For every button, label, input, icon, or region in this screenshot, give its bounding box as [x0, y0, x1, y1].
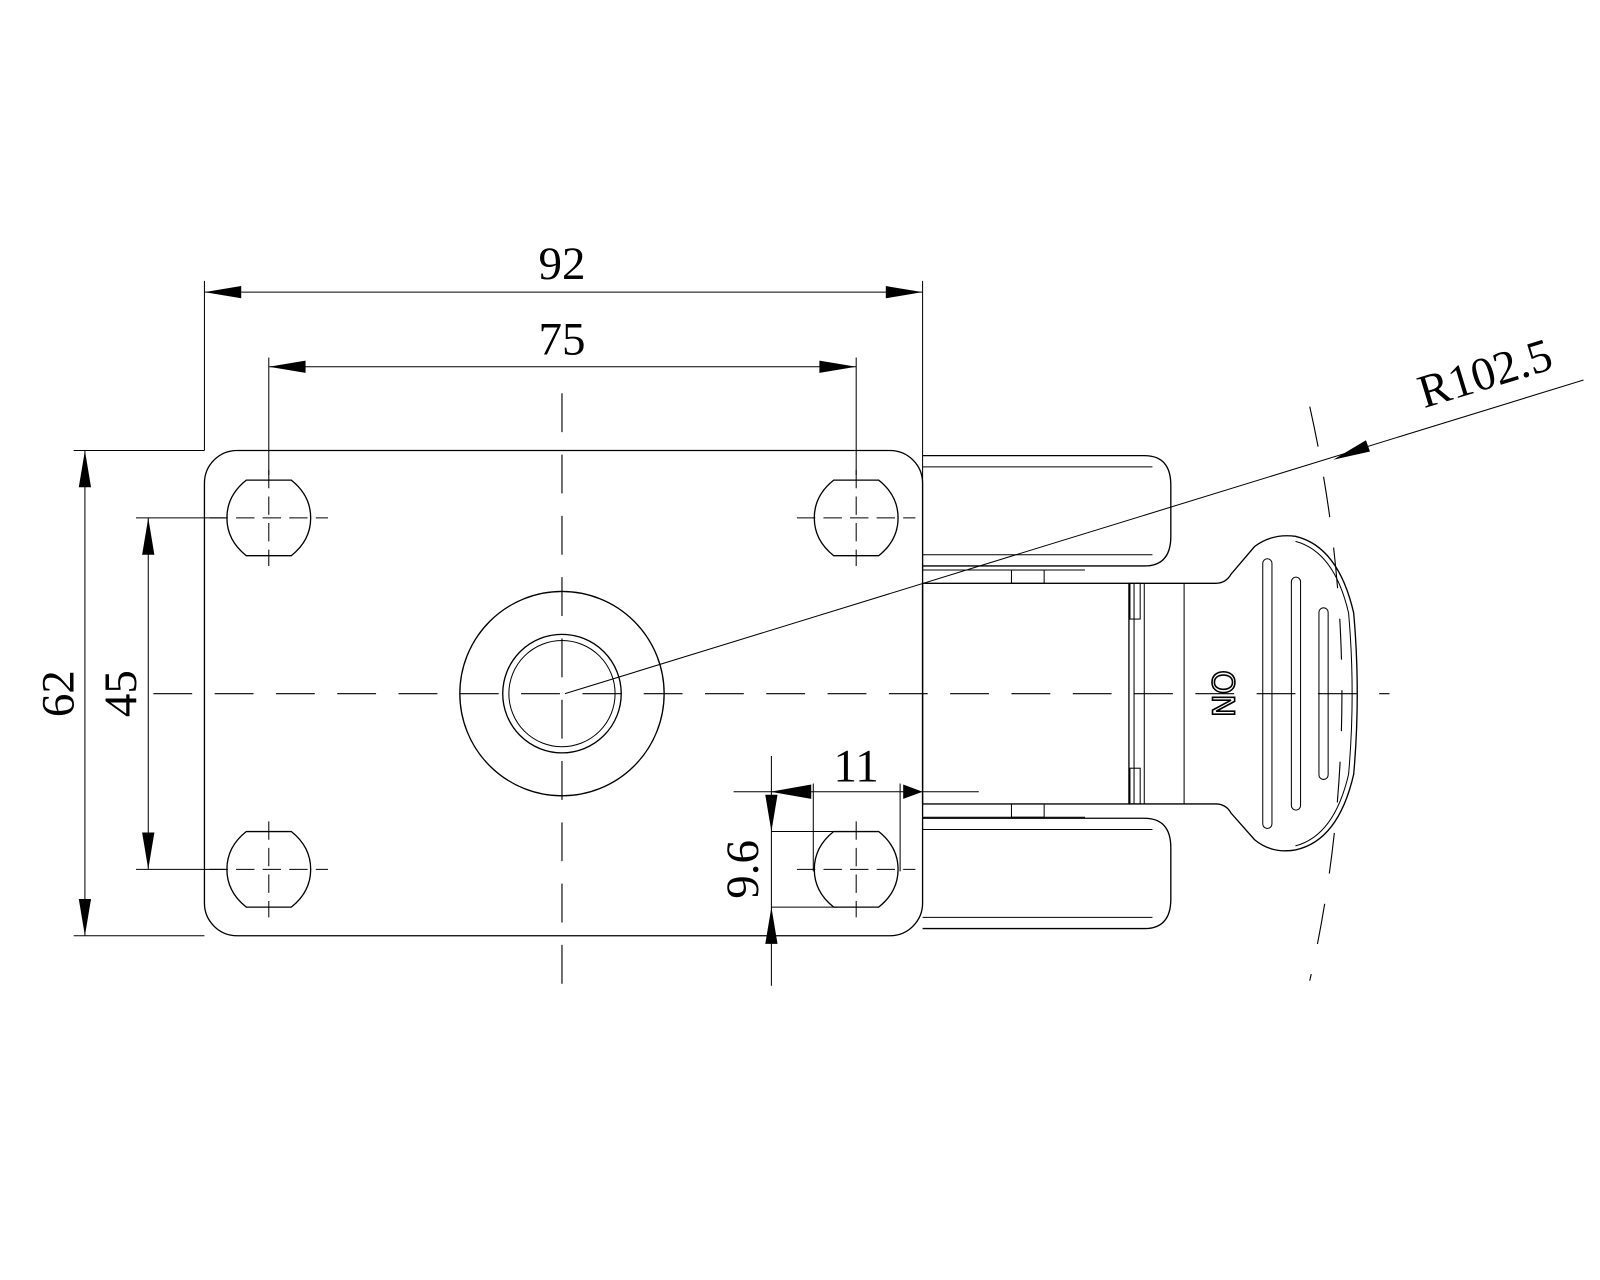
slot-center-mark	[209, 469, 329, 566]
mounting-slot	[226, 479, 312, 557]
dim-hole-spacing-y: 45	[95, 670, 147, 717]
dimension-labels: 92 75 62 45 11 9.6 R102.5	[33, 238, 1559, 899]
dim-slot-width: 9.6	[717, 840, 769, 899]
mounting-slot	[813, 830, 899, 908]
dim-plate-length: 62	[33, 670, 85, 717]
dim-plate-width: 92	[538, 238, 585, 290]
swivel-radius-arc	[1309, 406, 1343, 981]
kingpin-boss	[459, 590, 665, 797]
dim-swivel-radius: R102.5	[1412, 329, 1558, 419]
wheel-assembly	[921, 454, 1185, 930]
dim-slot-length: 11	[834, 740, 879, 792]
mounting-slots	[209, 469, 916, 918]
slot-center-mark	[796, 821, 916, 918]
mounting-slot	[813, 479, 899, 557]
center-lines	[153, 393, 1390, 997]
slot-center-mark	[796, 469, 916, 566]
dim-hole-spacing-x: 75	[538, 313, 585, 365]
brake-pedal: ON	[1128, 535, 1358, 852]
slot-center-mark	[209, 821, 329, 918]
mounting-slot	[226, 830, 312, 908]
dimension-lines	[73, 280, 1584, 986]
brake-on-label: ON	[1205, 670, 1240, 717]
